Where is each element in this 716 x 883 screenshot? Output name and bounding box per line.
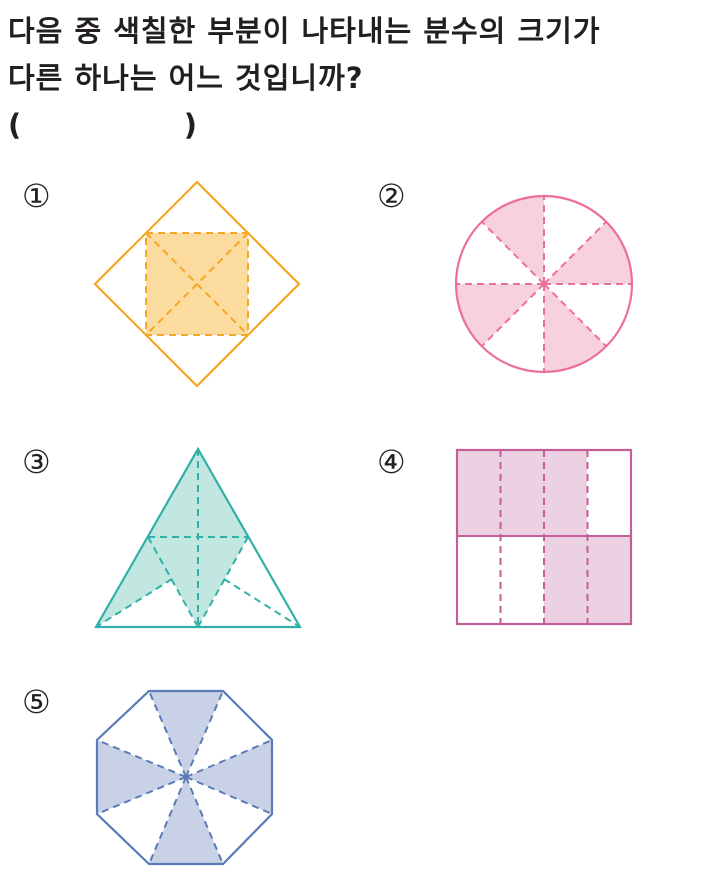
diamond-1-outline — [93, 180, 301, 388]
answer-paren-close: ) — [183, 108, 198, 142]
question-line-1: 다음 중 색칠한 부분이 나타내는 분수의 크기가 — [8, 14, 601, 48]
choice-1-number[interactable]: ① — [22, 177, 51, 215]
choice-2-number[interactable]: ② — [377, 177, 406, 215]
octagon-5-shaded-triangles — [97, 691, 272, 864]
grid-4-outline — [455, 448, 633, 626]
question-text: 다음 중 색칠한 부분이 나타내는 분수의 크기가 다른 하나는 어느 것입니까… — [8, 8, 708, 149]
answer-paren-open: ( — [8, 108, 23, 142]
choice-4-number[interactable]: ④ — [377, 443, 406, 481]
choice-5-number[interactable]: ⑤ — [22, 683, 51, 721]
circle-2-outline — [454, 194, 634, 374]
question-line-2: 다른 하나는 어느 것입니까? — [8, 61, 364, 95]
circle-2-dashed-radii — [456, 196, 632, 372]
triangle-3-dashed-lines — [95, 449, 301, 628]
answer-blank[interactable]: ( ) — [8, 102, 198, 149]
choice-3-number[interactable]: ③ — [22, 443, 51, 481]
octagon-5-outline — [95, 689, 274, 866]
diamond-1-dashed-lines — [145, 232, 249, 336]
circle-2-shaded-sectors — [456, 196, 632, 372]
octagon-5-dashed-lines — [96, 690, 273, 865]
